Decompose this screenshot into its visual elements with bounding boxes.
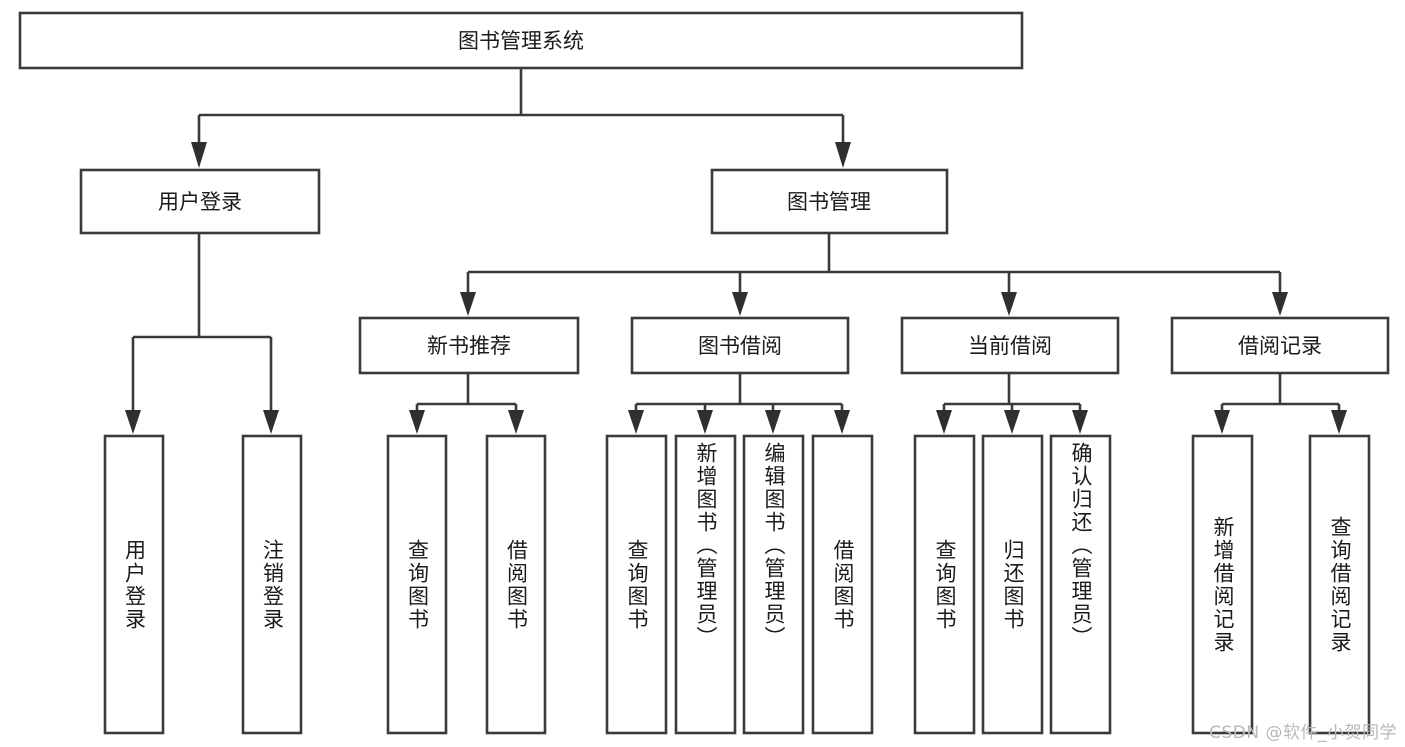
leaf-box-borrow-add-book[interactable] bbox=[674, 434, 737, 735]
root-label: 图书管理系统 bbox=[458, 29, 584, 53]
arrow-leaf-current-confirm bbox=[1072, 410, 1088, 434]
arrow-to-borrow-record bbox=[1272, 292, 1288, 316]
leaf-box-record-query[interactable] bbox=[1308, 434, 1371, 735]
user-login-box[interactable] bbox=[79, 168, 321, 235]
new-book-recommend-box[interactable] bbox=[358, 316, 580, 375]
arrow-leaf-user-login bbox=[125, 410, 141, 434]
leaf-box-borrow-edit-book[interactable] bbox=[742, 434, 805, 735]
leaf-box-current-confirm-return[interactable] bbox=[1049, 434, 1112, 735]
arrow-to-new-book-recommend bbox=[460, 292, 476, 316]
leaf-box-borrow-lend-book[interactable] bbox=[811, 434, 874, 735]
current-borrow-label: 当前借阅 bbox=[968, 334, 1052, 358]
root-box[interactable] bbox=[18, 11, 1024, 70]
node-book-borrow[interactable]: 图书借阅 bbox=[630, 316, 850, 375]
arrow-to-current-borrow bbox=[1001, 292, 1017, 316]
arrow-leaf-record-query bbox=[1331, 410, 1347, 434]
leaf-box-recommend-query-book[interactable] bbox=[386, 434, 448, 735]
book-borrow-box[interactable] bbox=[630, 316, 850, 375]
node-user-login[interactable]: 用户登录 bbox=[79, 168, 321, 235]
user-login-label: 用户登录 bbox=[158, 190, 242, 214]
arrow-leaf-recommend-query bbox=[409, 410, 425, 434]
leaf-box-borrow-query-book[interactable] bbox=[605, 434, 668, 735]
node-book-management[interactable]: 图书管理 bbox=[710, 168, 949, 235]
arrow-leaf-borrow-edit bbox=[765, 410, 781, 434]
arrow-to-book-borrow bbox=[732, 292, 748, 316]
leaf-layer bbox=[103, 434, 1371, 735]
arrow-leaf-current-return bbox=[1004, 410, 1020, 434]
node-borrow-record[interactable]: 借阅记录 bbox=[1170, 316, 1390, 375]
node-new-book-recommend[interactable]: 新书推荐 bbox=[358, 316, 580, 375]
current-borrow-box[interactable] bbox=[900, 316, 1120, 375]
leaf-box-current-query-book[interactable] bbox=[913, 434, 976, 735]
book-management-label: 图书管理 bbox=[787, 190, 871, 214]
arrow-leaf-borrow-query bbox=[628, 410, 644, 434]
arrow-leaf-logout bbox=[263, 410, 279, 434]
connector-layer bbox=[125, 68, 1347, 434]
leaf-box-user-login[interactable] bbox=[103, 434, 165, 735]
arrow-leaf-record-add bbox=[1214, 410, 1230, 434]
borrow-record-box[interactable] bbox=[1170, 316, 1390, 375]
arrow-leaf-recommend-borrow bbox=[508, 410, 524, 434]
leaf-box-recommend-borrow-book[interactable] bbox=[485, 434, 547, 735]
node-current-borrow[interactable]: 当前借阅 bbox=[900, 316, 1120, 375]
new-book-recommend-label: 新书推荐 bbox=[427, 334, 511, 358]
arrow-to-book-mgmt bbox=[835, 142, 851, 168]
watermark-text: CSDN @软件_小贺同学 bbox=[1209, 723, 1397, 743]
book-management-box[interactable] bbox=[710, 168, 949, 235]
leaf-box-current-return-book[interactable] bbox=[981, 434, 1044, 735]
arrow-leaf-borrow-lend bbox=[834, 410, 850, 434]
book-borrow-label: 图书借阅 bbox=[698, 334, 782, 358]
arrow-to-user-login bbox=[191, 142, 207, 168]
arrow-leaf-current-query bbox=[936, 410, 952, 434]
arrow-leaf-borrow-add bbox=[697, 410, 713, 434]
leaf-box-record-add[interactable] bbox=[1191, 434, 1254, 735]
leaf-box-logout[interactable] bbox=[241, 434, 303, 735]
node-root-system[interactable]: 图书管理系统 bbox=[18, 11, 1024, 70]
borrow-record-label: 借阅记录 bbox=[1238, 334, 1322, 358]
